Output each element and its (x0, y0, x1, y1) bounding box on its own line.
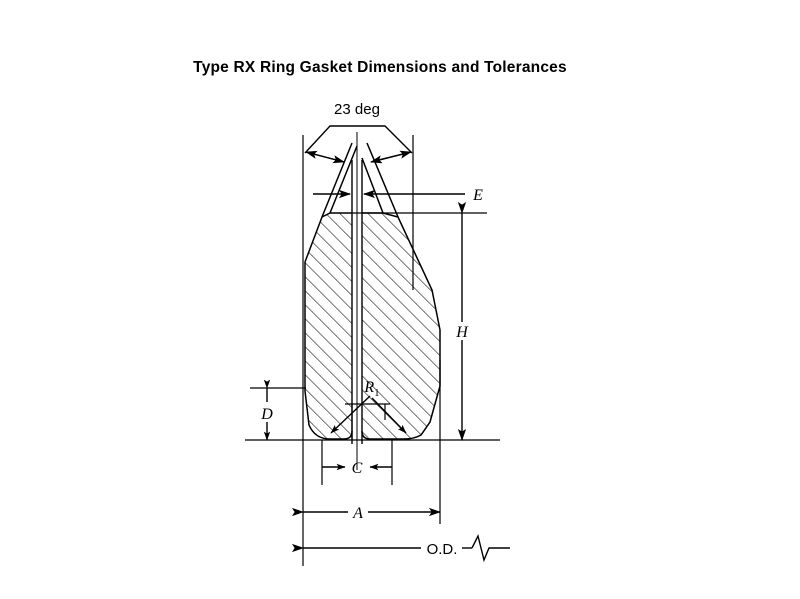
dimension-label-a: A (352, 505, 363, 522)
dimension-label-od: O.D. (427, 541, 458, 558)
break-symbol-icon (471, 533, 510, 563)
angle-label: 23 deg (334, 101, 380, 118)
gasket-left-half (304, 212, 353, 440)
right-hatch-fill (362, 213, 440, 439)
left-hatch-fill (305, 213, 352, 439)
dimension-label-c: C (352, 460, 363, 477)
angle-arrow-right-in (370, 151, 412, 164)
page-title: Type RX Ring Gasket Dimensions and Toler… (193, 59, 567, 76)
dimension-label-e: E (472, 187, 483, 204)
angle-arrow-left-out (305, 151, 345, 164)
taper-face-left-outer (321, 142, 353, 218)
centerline-slot (351, 132, 363, 470)
dimension-label-h: H (455, 324, 469, 341)
extension-lines (245, 135, 500, 566)
taper-faces (321, 142, 399, 218)
dimension-label-r1: R1 (363, 379, 379, 399)
dimension-r1 (330, 395, 407, 440)
r1-leader-right (371, 397, 407, 434)
left-profile-outline (304, 212, 353, 440)
angle-dimension-arrows (305, 150, 412, 164)
taper-face-right-inner (361, 157, 384, 214)
angle-leader-trapezoid (304, 125, 413, 154)
dimension-od (292, 533, 510, 563)
r1-leader-left (330, 395, 371, 434)
taper-face-left-inner (329, 145, 358, 214)
gasket-right-half (361, 212, 441, 440)
dimension-label-d: D (260, 406, 273, 423)
angle-leader (304, 125, 413, 154)
taper-face-right-outer (366, 142, 399, 218)
